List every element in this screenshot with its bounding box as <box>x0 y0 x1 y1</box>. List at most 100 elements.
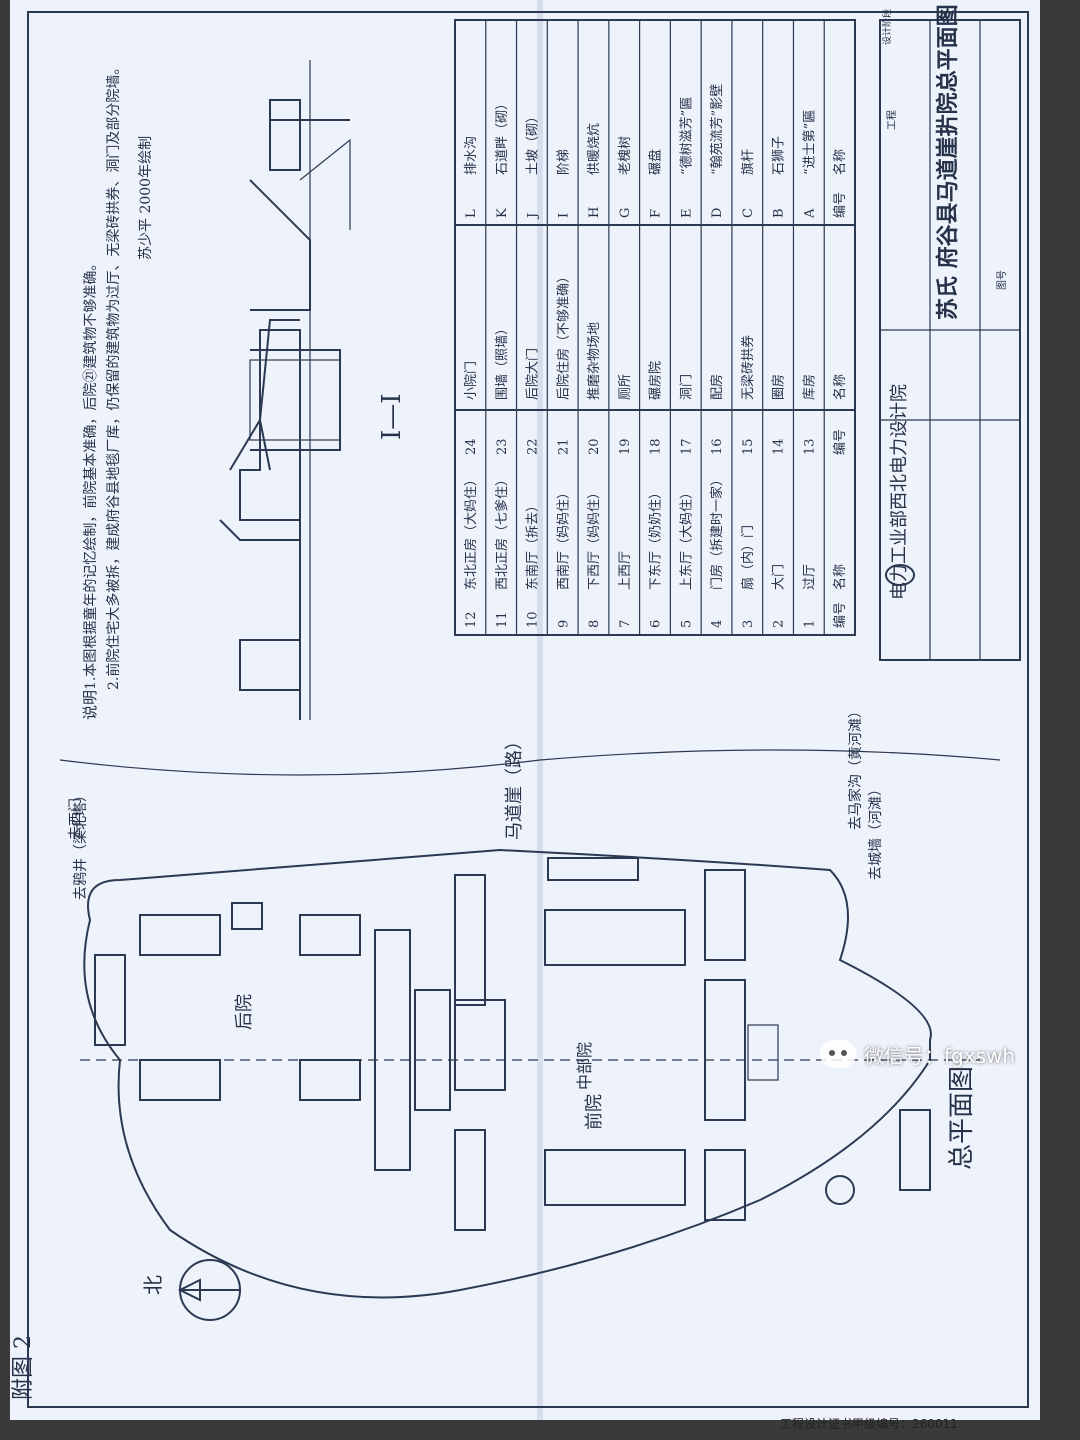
north-arrow-needle <box>177 1278 240 1302</box>
table-cell-name: 厕所 <box>618 374 633 400</box>
table-cell-no: 13 <box>802 438 817 455</box>
marker-cell-no: C <box>741 208 756 218</box>
table-cell-name: 上东厅（大妈住） <box>679 486 694 590</box>
wechat-watermark: 微信号：fgxswh <box>820 1034 1060 1074</box>
note-header: 说明 <box>81 690 99 720</box>
marker-cell-name: 石道畔（砌） <box>495 97 510 175</box>
title-block <box>879 19 1021 661</box>
area-front-yard: 前院 <box>584 1094 605 1130</box>
table-cell-no: 20 <box>587 438 602 455</box>
table-cell-name: 后院住房（不够准确） <box>555 270 571 400</box>
building-1 <box>454 999 506 1091</box>
marker-cell-name: 老槐树 <box>617 136 633 175</box>
marker-cell-name: 阶梯 <box>556 149 571 175</box>
building-21c <box>94 954 126 1046</box>
table-cell-name: 下东厅（奶奶住） <box>649 486 664 590</box>
building-21b <box>299 914 361 956</box>
section-left-wall <box>239 329 301 720</box>
table-cell-no: 23 <box>495 438 510 455</box>
table-frame <box>454 19 856 636</box>
table-cell-no: 24 <box>464 438 479 455</box>
title-block-frame <box>879 19 1021 661</box>
compound-boundary <box>83 848 932 1299</box>
table-cell-name: 无梁砖拱券 <box>740 335 756 400</box>
site-plan <box>59 749 1001 1299</box>
table-cell-name: 门房（拆建时一家） <box>709 473 725 590</box>
footer-certificate: 工程设计证书甲级编号：260011 <box>780 1417 958 1431</box>
design-stage: 设计阶段 <box>881 9 893 45</box>
building-12 <box>454 874 486 1006</box>
table-header-no: 编号 <box>833 429 848 455</box>
table-cell-name: 下西厅（妈妈住） <box>587 486 602 590</box>
marker-cell-no: D <box>710 208 725 218</box>
marker-cell-no: G <box>618 208 633 218</box>
road-label: 马道崖（路） <box>504 732 525 840</box>
note-1: 1.本图根据童年的记忆绘制，前院基本准确，后院㉑建筑物不够准确。 <box>82 257 99 690</box>
table-cell-no: 10 <box>526 611 541 628</box>
watermark-text: 微信号：fgxswh <box>864 1043 1016 1068</box>
table-cell-name: 东南厅（拆去） <box>525 499 541 590</box>
table-cell-name: 扇（内）门 <box>740 525 756 590</box>
table-cell-name: 推磨杂物场地 <box>587 322 602 400</box>
marker-cell-no: E <box>679 209 694 219</box>
area-middle-yard: 中部院 <box>575 1042 594 1090</box>
marker-cell-no: I <box>556 213 571 218</box>
marker-cell-name: 供暖烧炕 <box>587 123 602 175</box>
steps <box>747 1024 779 1081</box>
building-rect <box>899 1109 931 1191</box>
section-title: I—I <box>377 393 407 440</box>
buildings-7-8 <box>544 1149 686 1206</box>
building-11 <box>454 1129 486 1231</box>
marker-cell-name: 土坡（砌） <box>526 110 541 175</box>
marker-cell-no: A <box>802 208 817 219</box>
building-16 <box>374 929 411 1171</box>
building-14 <box>547 857 639 881</box>
drawing-no-label: 图号 <box>996 270 1008 290</box>
marker-header-name: 名称 <box>832 149 848 175</box>
table-cell-no: 21 <box>556 438 571 455</box>
table-cell-no: 14 <box>772 438 787 455</box>
table-cell-no: 17 <box>679 438 694 455</box>
buildings-5-6 <box>544 909 686 966</box>
marker-cell-no: B <box>772 208 787 218</box>
page-label: 附图 2 <box>11 1335 36 1400</box>
marker-cell-name: 排水沟 <box>464 136 479 175</box>
section-56 <box>249 359 341 441</box>
marker-cell-no: L <box>464 209 479 218</box>
table-cell-no: 4 <box>710 620 725 628</box>
table-cell-name: 过厅 <box>802 564 817 590</box>
marker-cell-name: “翰苑流芳”影壁 <box>710 84 725 175</box>
marker-cell-no: J <box>526 213 541 220</box>
north-arrow <box>177 1259 241 1321</box>
table-cell-name: 后院大门 <box>526 348 541 400</box>
institute-logo <box>885 564 915 586</box>
plan-title: 总平面图 <box>947 1066 977 1170</box>
table-cell-no: 11 <box>495 611 510 628</box>
drawing-frame <box>27 11 1029 1408</box>
table-cell-name: 碾房院 <box>648 361 664 400</box>
millstone-18 <box>825 1175 855 1205</box>
table-cell-no: 2 <box>772 620 787 628</box>
marker-header-no: 编号 <box>833 192 848 218</box>
dir-west-gate: 去西门 <box>68 798 84 840</box>
table-cell-name: 东北正房（大妈住） <box>463 473 479 590</box>
marker-cell-name: “进士第”匾 <box>802 110 817 175</box>
project-title: 苏氏 府谷县马道崖扸院总平面图 <box>935 4 961 320</box>
table-cell-no: 3 <box>741 620 756 628</box>
building-10 <box>704 869 746 961</box>
table-cell-name: 西北正房（七爹住） <box>494 473 510 590</box>
table-cell-no: 8 <box>587 620 602 628</box>
table-cell-no: 22 <box>526 438 541 455</box>
table-cell-no: 19 <box>618 438 633 455</box>
note-2: 2.前院住宅大多被拆，建成府谷县地毯厂库，仍保留的建筑物为过厅、无梁砖拱券、洞门… <box>105 61 122 690</box>
table-cell-name: 库房 <box>801 374 817 400</box>
dir-city-wall: 去城墙（河滩） <box>868 782 884 880</box>
project-label: 工程 <box>886 110 898 130</box>
building-21a <box>139 914 221 956</box>
area-back-yard: 后院 <box>234 994 255 1030</box>
marker-cell-name: 石狮子 <box>772 136 787 175</box>
building-15 <box>414 989 451 1111</box>
table-cell-no: 15 <box>741 438 756 455</box>
